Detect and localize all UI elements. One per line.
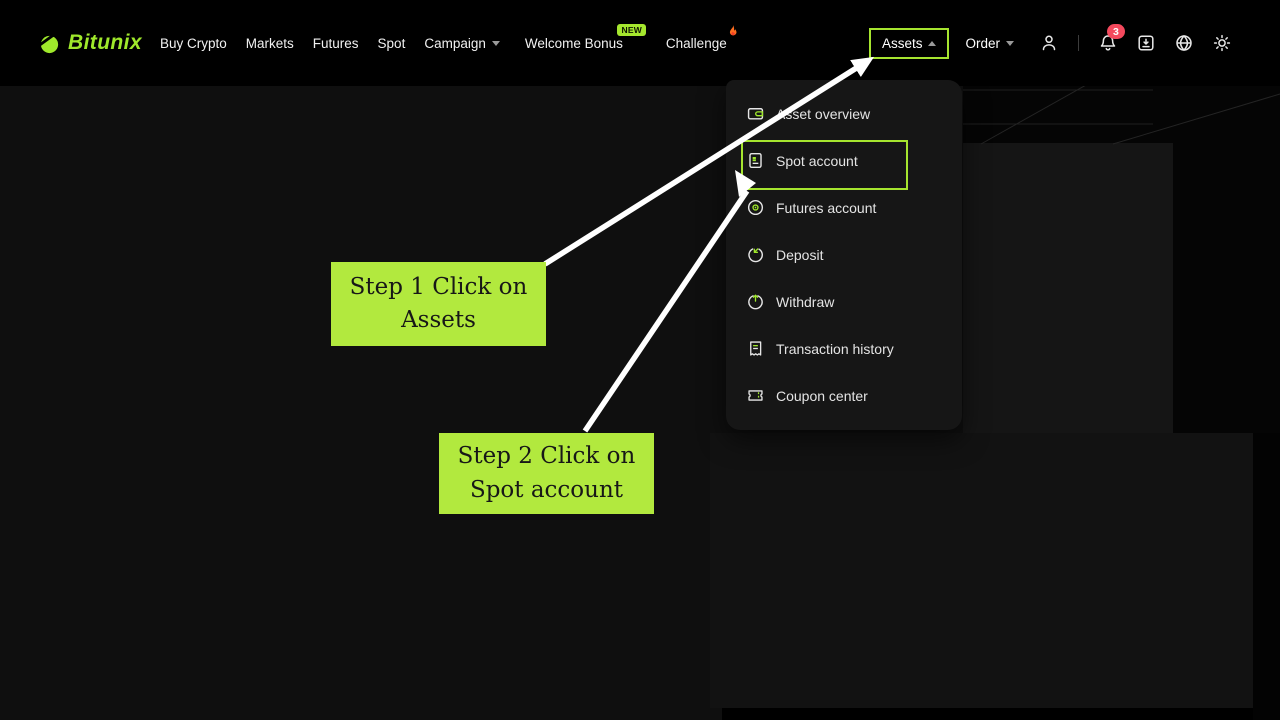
menu-item-deposit[interactable]: Deposit [726, 231, 962, 278]
step1-text-line1: Step 1 Click on [349, 273, 528, 300]
bg-region-top-right [963, 86, 1280, 143]
chevron-down-icon [1006, 40, 1014, 46]
menu-item-label: Asset overview [776, 105, 871, 122]
deposit-arrow-icon [748, 248, 763, 263]
menu-item-transaction-history[interactable]: Transaction history [726, 325, 962, 372]
notification-count-badge: 3 [1107, 24, 1125, 40]
assets-menu-button[interactable]: Assets [868, 27, 950, 59]
bitunix-logo-icon [38, 31, 59, 53]
download-box-icon [1138, 35, 1154, 51]
menu-item-futures-account[interactable]: Futures account [726, 184, 962, 231]
menu-item-label: Withdraw [776, 293, 835, 310]
menu-item-label: Futures account [776, 199, 877, 216]
arrow-step2 [582, 189, 750, 433]
menu-item-withdraw[interactable]: Withdraw [726, 278, 962, 325]
main-nav: Buy Crypto Markets Futures Spot Campaign… [159, 23, 737, 51]
nav-futures[interactable]: Futures [312, 35, 359, 51]
menu-item-label: Coupon center [776, 387, 868, 404]
navbar-right-cluster: Assets Order 3 [868, 24, 1232, 59]
assets-dropdown-menu: Asset overview Spot account Futures acco… [726, 80, 962, 430]
withdraw-arrow-icon [748, 294, 763, 310]
nav-welcome-bonus[interactable]: Welcome Bonus NEW [524, 23, 646, 51]
bg-region-right-column [1173, 143, 1280, 433]
fire-icon [729, 24, 737, 35]
bg-bottom-strip [722, 708, 1253, 720]
step1-annotation: Step 1 Click on Assets [331, 262, 546, 346]
sun-icon [1213, 34, 1231, 52]
futures-target-icon [747, 199, 764, 216]
nav-challenge-label: Challenge [665, 35, 727, 51]
top-navbar: Bitunix Buy Crypto Markets Futures Spot … [0, 0, 1280, 86]
notifications-button[interactable]: 3 [1098, 24, 1125, 53]
bg-column-far-right [1253, 433, 1280, 720]
nav-challenge[interactable]: Challenge [665, 24, 737, 51]
globe-icon [1176, 34, 1192, 52]
nav-campaign[interactable]: Campaign [424, 36, 500, 51]
new-badge: NEW [617, 23, 646, 36]
order-menu-button[interactable]: Order [965, 36, 1014, 51]
app-download-button[interactable] [1136, 33, 1156, 53]
menu-item-asset-overview[interactable]: Asset overview [726, 90, 962, 137]
coupon-ticket-icon [748, 390, 763, 401]
step2-text-line1: Step 2 Click on [457, 443, 636, 470]
language-button[interactable] [1174, 33, 1194, 53]
bg-panel-lower [710, 433, 1253, 708]
chevron-up-icon [928, 40, 937, 46]
bg-panel-right [963, 143, 1173, 433]
menu-item-label: Deposit [776, 246, 824, 263]
step2-annotation: Step 2 Click on Spot account [439, 433, 654, 514]
step1-text-line2: Assets [401, 307, 476, 333]
menu-item-label: Spot account [776, 152, 858, 169]
receipt-icon [750, 341, 762, 356]
navbar-divider [1078, 35, 1079, 51]
assets-button-label: Assets [881, 35, 923, 51]
bg-chart-lines-decor [963, 86, 1280, 145]
menu-item-label: Transaction history [776, 340, 894, 357]
nav-buy-crypto[interactable]: Buy Crypto [159, 35, 227, 51]
step2-text-line2: Spot account [469, 476, 624, 503]
spot-file-icon [749, 152, 762, 169]
chevron-down-icon [491, 40, 500, 46]
menu-item-coupon-center[interactable]: Coupon center [726, 372, 962, 419]
nav-markets[interactable]: Markets [245, 35, 294, 51]
brand-name: Bitunix [68, 31, 142, 54]
person-icon [1042, 35, 1056, 51]
bitunix-logo[interactable]: Bitunix [38, 31, 142, 55]
menu-item-spot-account[interactable]: Spot account [726, 137, 962, 184]
nav-spot[interactable]: Spot [377, 35, 406, 51]
nav-welcome-bonus-label: Welcome Bonus [524, 35, 623, 51]
wallet-icon [747, 108, 764, 120]
order-button-label: Order [965, 35, 1000, 51]
bell-icon [1100, 35, 1116, 51]
user-profile-button[interactable] [1039, 33, 1059, 53]
theme-toggle-button[interactable] [1212, 33, 1232, 53]
nav-campaign-label: Campaign [424, 35, 486, 51]
